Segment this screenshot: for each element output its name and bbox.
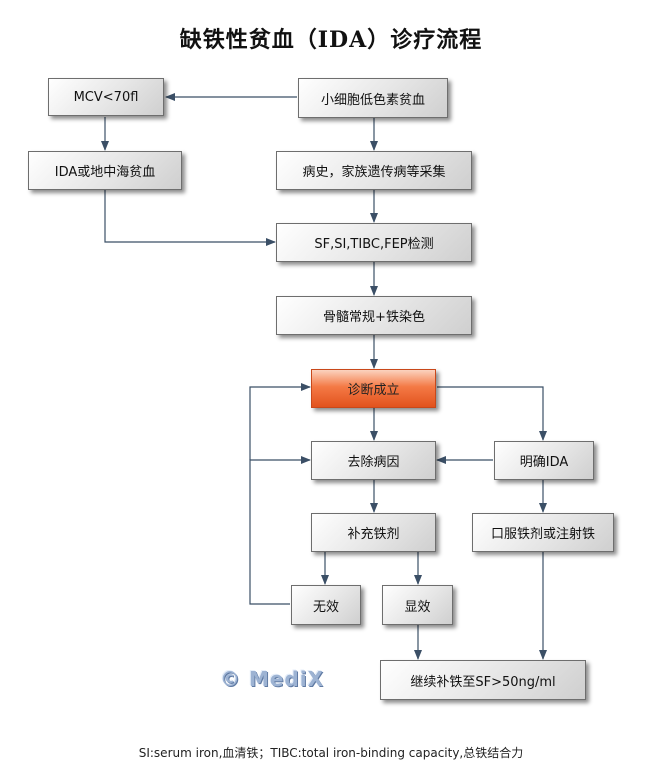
edge-diagnosis-confirmed (437, 386, 547, 441)
node-oral-or-injected-iron: 口服铁剂或注射铁 (472, 513, 614, 552)
node-lab-tests: SF,SI,TIBC,FEP检测 (276, 223, 472, 262)
node-iron-supplement: 补充铁剂 (311, 513, 436, 552)
medix-watermark: © MediX (220, 667, 325, 691)
node-ineffective: 无效 (291, 585, 361, 625)
node-effective: 显效 (382, 585, 453, 625)
page-title: 缺铁性贫血（IDA）诊疗流程 (179, 27, 483, 53)
node-ida-or-thalassemia: IDA或地中海贫血 (28, 151, 182, 190)
edge-idathal-lab (104, 190, 276, 246)
footnote: SI:serum iron,血清铁；TIBC:total iron-bindin… (138, 746, 524, 760)
node-diagnosis: 诊断成立 (311, 369, 436, 408)
node-mcv: MCV<70fl (48, 78, 164, 116)
node-bone-marrow: 骨髓常规+铁染色 (276, 296, 472, 335)
node-history-collection: 病史，家族遗传病等采集 (276, 151, 472, 190)
node-continue-iron: 继续补铁至SF>50ng/ml (380, 660, 586, 700)
node-confirmed-ida: 明确IDA (494, 441, 594, 480)
edge-ineffective-diagnosis (249, 383, 311, 460)
node-remove-cause: 去除病因 (311, 441, 436, 480)
edge-ineffective-remove (249, 456, 311, 605)
node-microcytic-anemia: 小细胞低色素贫血 (298, 78, 448, 118)
